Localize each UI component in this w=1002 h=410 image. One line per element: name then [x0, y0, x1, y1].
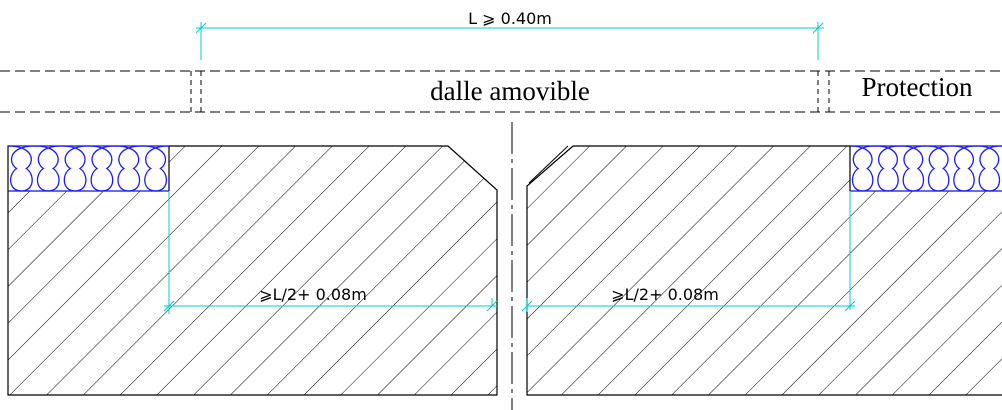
insulation-lobe [34, 145, 62, 192]
protection-label: Protection [862, 72, 973, 102]
right-dimension-label: ⩾L/2+ 0.08m [611, 285, 719, 304]
right-dimension [521, 191, 856, 312]
insulation-lobe [976, 145, 1002, 192]
insulation-right [849, 145, 1002, 192]
insulation-lobe [88, 145, 116, 192]
insulation-left [7, 145, 170, 192]
insulation-lobe [142, 145, 170, 192]
slab-band [0, 70, 1002, 113]
insulation-lobe [875, 145, 901, 192]
insulation-lobe [925, 145, 952, 192]
left-dimension [163, 191, 498, 314]
insulation-lobe [7, 145, 35, 192]
left-dimension-label: ⩾L/2+ 0.08m [259, 285, 367, 304]
insulation-lobe [849, 145, 876, 192]
insulation-lobe [115, 145, 143, 192]
insulation-lobe [951, 145, 977, 192]
joint-right [817, 71, 830, 112]
insulation-lobe [61, 145, 89, 192]
joint-left [190, 71, 202, 112]
top-dimension-label: L ⩾ 0.40m [468, 9, 552, 28]
left-block [7, 145, 498, 396]
top-dimension [195, 22, 824, 60]
insulation-lobe [900, 145, 927, 192]
right-block [526, 145, 1002, 396]
slab-label: dalle amovible [430, 76, 590, 106]
